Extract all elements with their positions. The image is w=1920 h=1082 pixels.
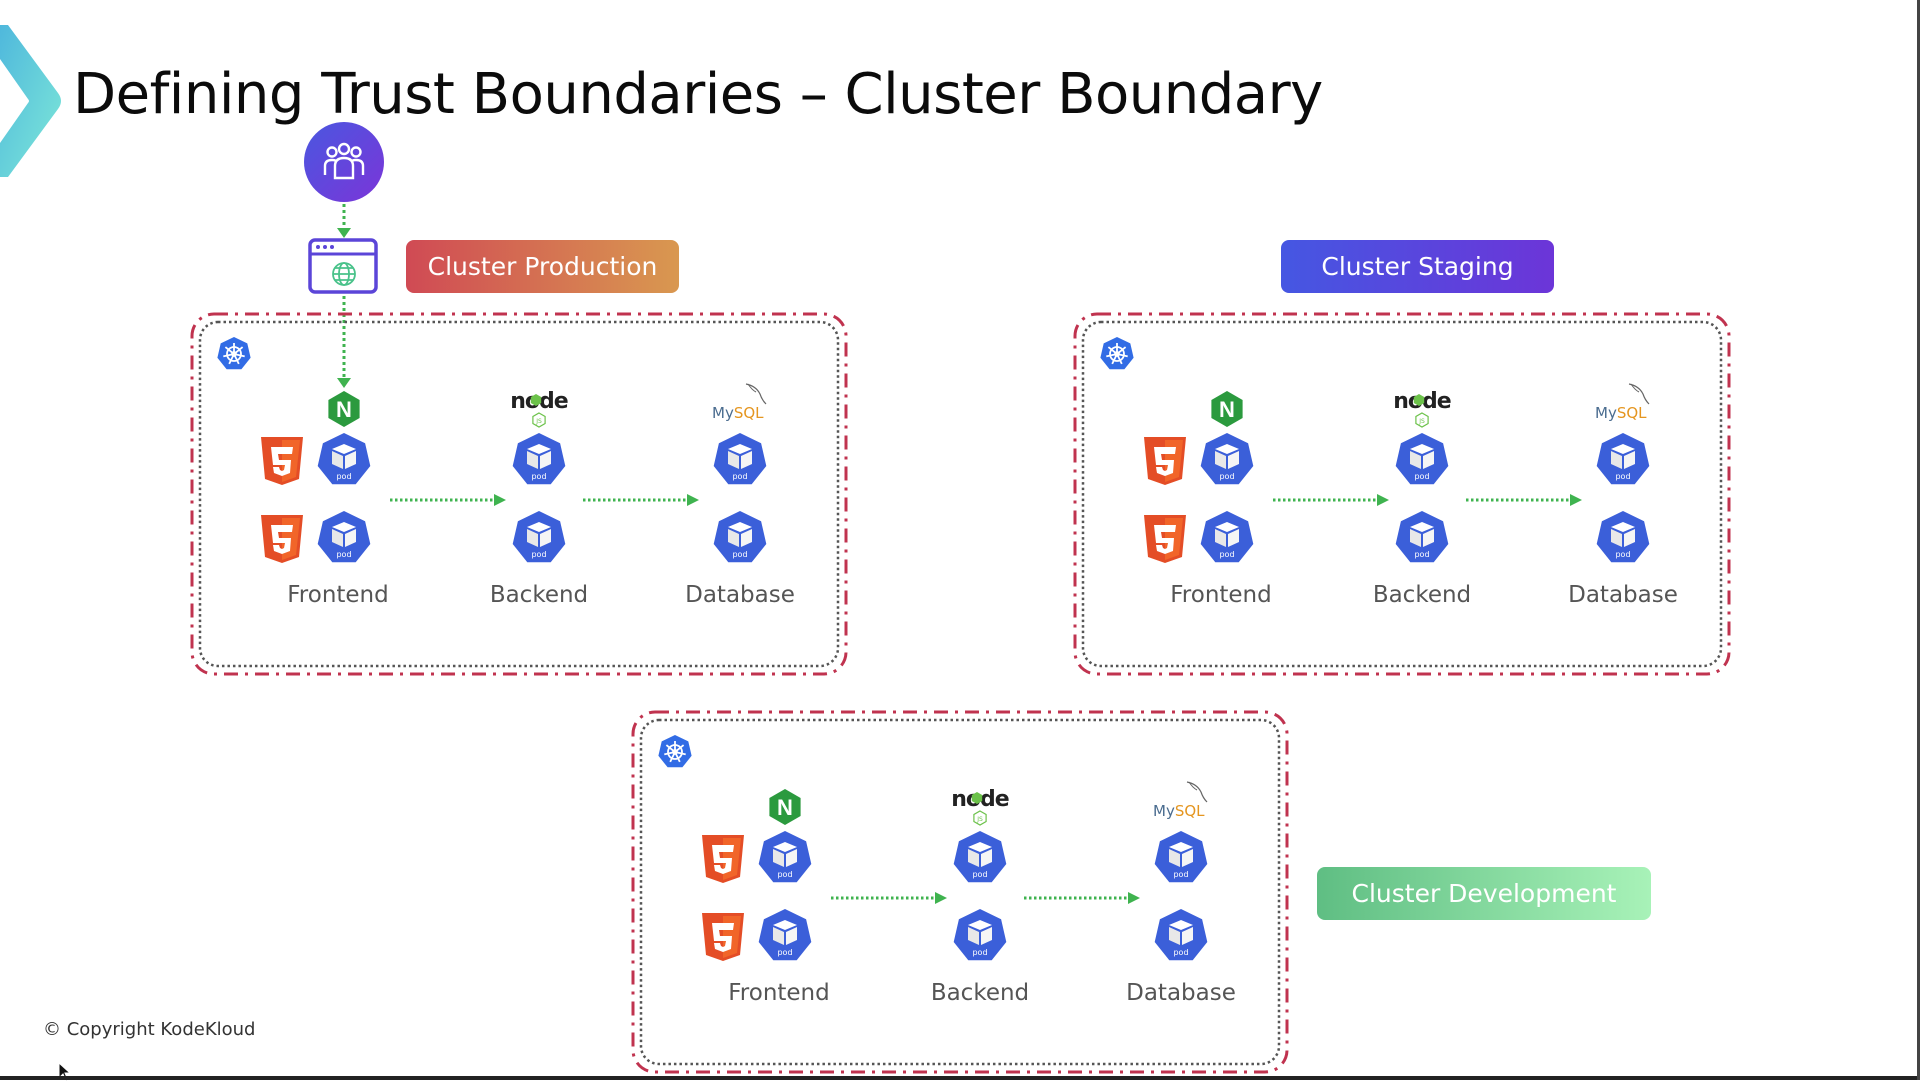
boundary-frame [1073, 312, 1731, 676]
flow-arrow-backend-to-database [1024, 892, 1140, 904]
mysql-logo-icon: MySQL [1595, 383, 1650, 422]
pod-label: pod [1615, 550, 1630, 559]
nginx-letter: N [1219, 397, 1235, 422]
svg-text:JS: JS [976, 816, 983, 823]
brand-chevron-icon [0, 25, 61, 177]
nginx-logo-icon: N [328, 391, 360, 427]
pod-icon: pod [713, 511, 767, 563]
copyright-text: © Copyright KodeKloud [43, 1019, 256, 1040]
svg-text:JS: JS [535, 418, 542, 425]
pod-label: pod [336, 472, 351, 481]
pod-icon: pod [1395, 433, 1449, 485]
html5-logo-icon [702, 835, 744, 883]
mysql-logo-icon: MySQL [1153, 781, 1208, 820]
pod-label: pod [972, 948, 987, 957]
pod-icon: pod [1154, 831, 1208, 883]
tier-label-frontend: Frontend [728, 980, 830, 1006]
pod-icon: pod [317, 433, 371, 485]
flow-arrow-frontend-to-backend [831, 892, 947, 904]
html5-logo-icon [1144, 437, 1186, 485]
nginx-letter: N [336, 397, 352, 422]
pod-label: pod [1173, 948, 1188, 957]
page-title: Defining Trust Boundaries – Cluster Boun… [73, 62, 1323, 127]
web-browser-globe-icon [308, 238, 378, 294]
html5-logo-icon [702, 913, 744, 961]
pod-icon: pod [1395, 511, 1449, 563]
nodejs-logo-icon: node JS [510, 389, 569, 428]
html5-logo-icon [261, 515, 303, 563]
svg-text:JS: JS [1418, 418, 1425, 425]
tier-label-database: Database [1568, 582, 1678, 608]
kubernetes-icon [217, 337, 251, 370]
pod-label: pod [1615, 472, 1630, 481]
kubernetes-icon [658, 735, 692, 768]
cluster-production-label: Cluster Production [406, 240, 679, 293]
pod-label: pod [1414, 550, 1429, 559]
html5-logo-icon [1144, 515, 1186, 563]
flow-arrow-browser-to-nginx [337, 296, 351, 388]
flow-arrow-frontend-to-backend [390, 494, 506, 506]
pod-label: pod [777, 870, 792, 879]
pod-icon: pod [713, 433, 767, 485]
mysql-logo-icon: MySQL [712, 383, 767, 422]
pod-label: pod [777, 948, 792, 957]
nginx-logo-icon: N [1211, 391, 1243, 427]
pod-icon: pod [317, 511, 371, 563]
flow-arrow-backend-to-database [583, 494, 699, 506]
pod-icon: pod [1200, 433, 1254, 485]
tier-label-database: Database [685, 582, 795, 608]
svg-text:MySQL: MySQL [712, 404, 764, 422]
bottom-border [0, 1076, 1920, 1080]
tier-label-backend: Backend [930, 980, 1030, 1006]
pod-icon: pod [512, 511, 566, 563]
users-group-icon [304, 122, 384, 202]
pod-icon: pod [953, 831, 1007, 883]
svg-text:MySQL: MySQL [1595, 404, 1647, 422]
pod-label: pod [1173, 870, 1188, 879]
nodejs-logo-icon: node JS [1393, 389, 1452, 428]
flow-arrow-backend-to-database [1466, 494, 1582, 506]
tier-label-backend: Backend [489, 582, 589, 608]
flow-arrow-users-to-browser [337, 204, 351, 238]
tier-label-backend: Backend [1372, 582, 1472, 608]
pod-label: pod [1414, 472, 1429, 481]
pod-icon: pod [1200, 511, 1254, 563]
html5-logo-icon [261, 437, 303, 485]
pod-icon: pod [1154, 909, 1208, 961]
pod-label: pod [531, 472, 546, 481]
pod-icon: pod [758, 909, 812, 961]
kubernetes-icon [1100, 337, 1134, 370]
pod-icon: pod [512, 433, 566, 485]
pod-icon: pod [1596, 433, 1650, 485]
pod-label: pod [732, 472, 747, 481]
cluster-development-label: Cluster Development [1317, 867, 1651, 920]
pod-label: pod [336, 550, 351, 559]
pod-icon: pod [953, 909, 1007, 961]
nodejs-logo-icon: node JS [951, 787, 1010, 826]
tier-label-database: Database [1126, 980, 1236, 1006]
right-border [1917, 0, 1920, 1080]
tier-label-frontend: Frontend [1170, 582, 1272, 608]
pod-label: pod [972, 870, 987, 879]
tier-label-frontend: Frontend [287, 582, 389, 608]
boundary-frame [190, 312, 848, 676]
svg-text:MySQL: MySQL [1153, 802, 1205, 820]
pod-label: pod [531, 550, 546, 559]
pod-icon: pod [1596, 511, 1650, 563]
pod-label: pod [1219, 472, 1234, 481]
nginx-letter: N [777, 795, 793, 820]
boundary-frame [631, 710, 1289, 1074]
pod-icon: pod [758, 831, 812, 883]
nginx-logo-icon: N [769, 789, 801, 825]
cluster-staging-label: Cluster Staging [1281, 240, 1554, 293]
pod-label: pod [1219, 550, 1234, 559]
pod-label: pod [732, 550, 747, 559]
flow-arrow-frontend-to-backend [1273, 494, 1389, 506]
